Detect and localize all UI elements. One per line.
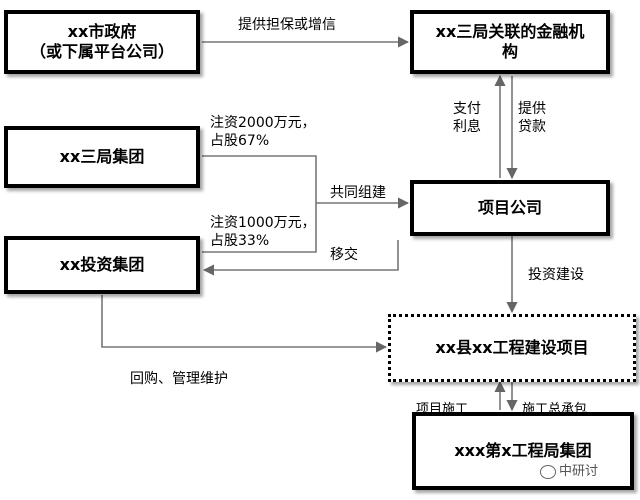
line-group3-inject [202, 155, 317, 203]
label-inject-invest: 注资1000万元， 占股33% [210, 215, 316, 250]
node-financial-institution-line2: 构 [501, 42, 518, 61]
node-city-government-line2: （或下属平台公司） [29, 42, 174, 61]
node-investment-group: xx投资集团 [4, 236, 200, 294]
label-guarantee: 提供担保或增信 [238, 17, 336, 33]
node-engineering-bureau: xxx第x工程局集团 [412, 412, 634, 490]
label-inject-group3: 注资2000万元， 占股67% [210, 115, 316, 150]
label-buyback: 回购、管理维护 [130, 371, 228, 387]
node-financial-institution-line1: xx三局关联的金融机 [435, 22, 585, 41]
node-group3-label: xx三局集团 [59, 147, 145, 166]
node-investment-group-label: xx投资集团 [59, 255, 145, 274]
watermark-text: 中研讨 [559, 464, 599, 479]
label-general-contract: 施工总承包 [522, 402, 588, 417]
label-invest-build: 投资建设 [528, 267, 584, 283]
label-construction: 项目施工 [416, 402, 469, 417]
node-project-company: 项目公司 [410, 180, 610, 236]
node-group3: xx三局集团 [4, 126, 200, 188]
arrow-buyback [101, 295, 388, 353]
label-loan: 提供 贷款 [518, 101, 546, 136]
label-jointly-build: 共同组建 [330, 185, 386, 201]
line-invest-inject [202, 203, 317, 253]
node-financial-institution: xx三局关联的金融机 构 [410, 10, 610, 74]
node-construction-project: xx县xx工程建设项目 [388, 314, 636, 382]
label-pay-interest: 支付 利息 [453, 101, 481, 136]
node-project-company-label: 项目公司 [477, 198, 542, 217]
node-construction-project-label: xx县xx工程建设项目 [435, 338, 589, 357]
node-city-government: xx市政府 （或下属平台公司） [4, 10, 200, 74]
node-city-government-line1: xx市政府 [67, 22, 137, 41]
wechat-icon [540, 464, 556, 479]
arrow-transfer [202, 240, 399, 276]
label-transfer: 移交 [330, 247, 358, 263]
watermark: 中研讨 [540, 460, 598, 479]
node-engineering-bureau-label: xxx第x工程局集团 [454, 441, 592, 460]
